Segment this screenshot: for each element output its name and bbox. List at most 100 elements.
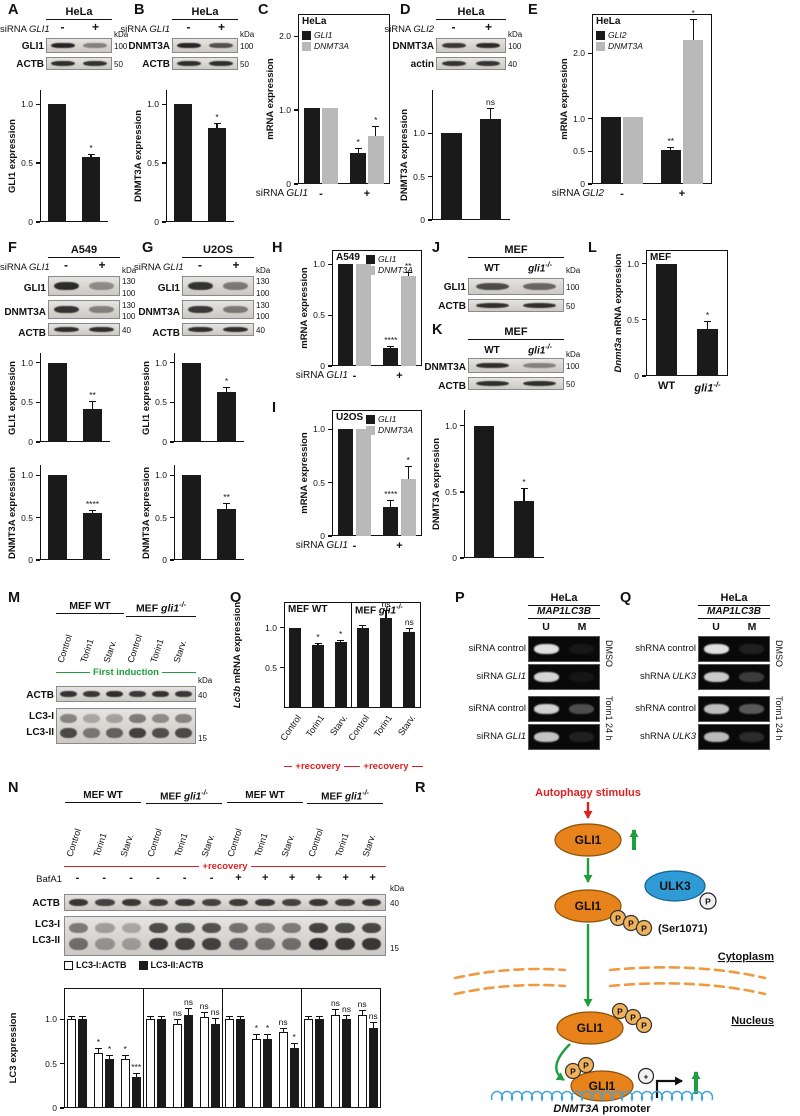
western-blot bbox=[182, 276, 254, 296]
bar bbox=[513, 501, 535, 558]
y-tick bbox=[428, 176, 432, 178]
y-tick bbox=[162, 162, 166, 164]
gel-band bbox=[568, 732, 595, 742]
legend-swatch bbox=[366, 265, 375, 275]
error-bar bbox=[264, 1034, 272, 1040]
blot-band bbox=[187, 326, 214, 333]
bar bbox=[480, 118, 501, 220]
y-tick bbox=[588, 118, 592, 120]
recovery-label: +recovery bbox=[284, 760, 353, 772]
chart-plot bbox=[332, 250, 422, 366]
gel-row-label: siRNA control bbox=[468, 703, 526, 714]
legend-label: LC3-II:ACTB bbox=[150, 960, 204, 970]
bar bbox=[368, 1028, 378, 1108]
y-tick bbox=[170, 559, 174, 561]
blot-band bbox=[53, 281, 80, 291]
lane-label: Control bbox=[55, 633, 74, 664]
chart-plot bbox=[40, 353, 110, 442]
y-axis-label: mRNA expression bbox=[265, 58, 276, 140]
blot-band bbox=[175, 899, 195, 906]
significance-label: * bbox=[215, 112, 219, 122]
significance-label: ns bbox=[342, 1003, 352, 1014]
phosphate-label: P bbox=[705, 897, 711, 907]
panel-label-b: B bbox=[134, 2, 145, 18]
lane-label: + bbox=[98, 258, 106, 272]
blot-band bbox=[522, 283, 557, 290]
blot-band bbox=[51, 42, 75, 49]
legend-item: GLI2 bbox=[596, 30, 643, 40]
x-category-label: WT bbox=[657, 380, 676, 392]
kda-header: kDa bbox=[508, 30, 523, 39]
legend-label: GLI1 bbox=[378, 414, 397, 424]
lane-label: - bbox=[186, 20, 191, 34]
gel-band bbox=[703, 644, 730, 654]
blot-band bbox=[228, 923, 248, 933]
lane-label: Starv. bbox=[199, 833, 216, 858]
lane-label: gli1-/- bbox=[528, 261, 552, 274]
gel-band bbox=[703, 704, 730, 714]
legend-swatch bbox=[596, 30, 605, 40]
y-tick-label: 0.5 bbox=[155, 397, 167, 408]
chart-title: MEF bbox=[650, 252, 672, 263]
lane-label: - bbox=[182, 872, 187, 884]
blot-band bbox=[362, 938, 382, 950]
error-bar bbox=[337, 639, 345, 643]
phosphate-icon bbox=[564, 1062, 582, 1080]
gel-row-label: siRNA GLI1 bbox=[476, 671, 526, 682]
lane-label: Torin1 bbox=[148, 637, 166, 664]
autophagy-stimulus-label: Autophagy stimulus bbox=[535, 787, 641, 799]
chart-title: U2OS bbox=[336, 412, 364, 423]
blot-band bbox=[209, 60, 233, 67]
bar bbox=[383, 507, 399, 536]
error-bar bbox=[147, 1015, 155, 1020]
significance-label: * bbox=[522, 476, 526, 487]
legend-item: LC3-II:ACTB bbox=[138, 960, 204, 970]
chart-plot bbox=[592, 14, 712, 184]
bar bbox=[660, 150, 681, 184]
y-axis-label: LC3 expression bbox=[8, 1012, 19, 1084]
lane-symbols: -+ bbox=[182, 258, 254, 272]
rule-line bbox=[56, 671, 91, 673]
legend-swatch bbox=[366, 254, 375, 264]
legend-item: GLI1 bbox=[366, 414, 413, 424]
legend-swatch-lc3ii bbox=[138, 960, 148, 970]
sirna-axis-label: siRNA GLI1 bbox=[295, 370, 348, 381]
significance-label: * bbox=[254, 1023, 259, 1034]
lane-label: + bbox=[288, 872, 296, 884]
nuclear-membrane bbox=[608, 982, 767, 996]
pcr-gel bbox=[698, 696, 770, 722]
ser1071-label: (Ser1071) bbox=[658, 923, 708, 935]
sirna-label: siRNA GLI1 bbox=[0, 24, 50, 35]
x-category-label: + bbox=[363, 188, 371, 200]
error-bar bbox=[314, 642, 322, 646]
bar bbox=[350, 152, 366, 184]
phosphate-label: P bbox=[570, 1067, 576, 1077]
blot-band bbox=[83, 714, 100, 724]
x-category-label: + bbox=[396, 370, 403, 382]
phosphate-icon bbox=[624, 1008, 642, 1026]
significance-label: ns bbox=[368, 1010, 378, 1021]
kda-header: kDa bbox=[114, 30, 129, 39]
kda-marker: 100 bbox=[566, 283, 580, 292]
y-tick bbox=[60, 1062, 64, 1065]
kda-marker: 50 bbox=[240, 60, 249, 69]
pcr-gel bbox=[528, 724, 600, 750]
cell-line-header: HeLa bbox=[528, 592, 600, 606]
significance-label: *** bbox=[131, 1062, 142, 1073]
y-axis-label: DNMT3A expression bbox=[399, 108, 410, 202]
error-bar bbox=[316, 1015, 324, 1020]
gel-band bbox=[703, 672, 730, 682]
y-tick-label: 0.5 bbox=[313, 310, 325, 321]
chart-plot bbox=[332, 410, 422, 536]
blot-band bbox=[60, 714, 77, 724]
panel-label-c: C bbox=[258, 2, 269, 18]
y-tick-label: 1.0 bbox=[627, 258, 639, 269]
gel-row-label: shRNA control bbox=[635, 643, 696, 654]
lane-label: + bbox=[315, 872, 323, 884]
treatment-label-dmso: DMSO bbox=[774, 640, 784, 667]
blot-label: DNMT3A bbox=[424, 362, 466, 373]
